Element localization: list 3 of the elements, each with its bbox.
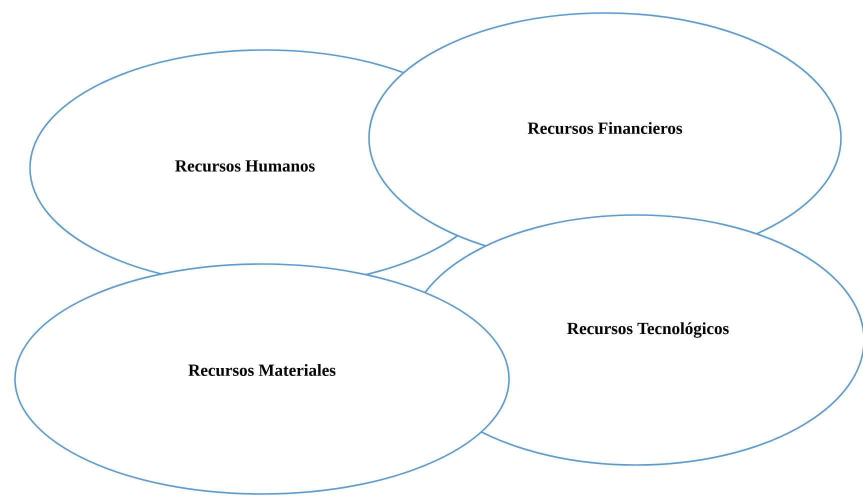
- node-label: Recursos Financieros: [528, 122, 682, 134]
- node-label: Recursos Materiales: [188, 364, 336, 376]
- node-label: Recursos Tecnológicos: [567, 322, 729, 338]
